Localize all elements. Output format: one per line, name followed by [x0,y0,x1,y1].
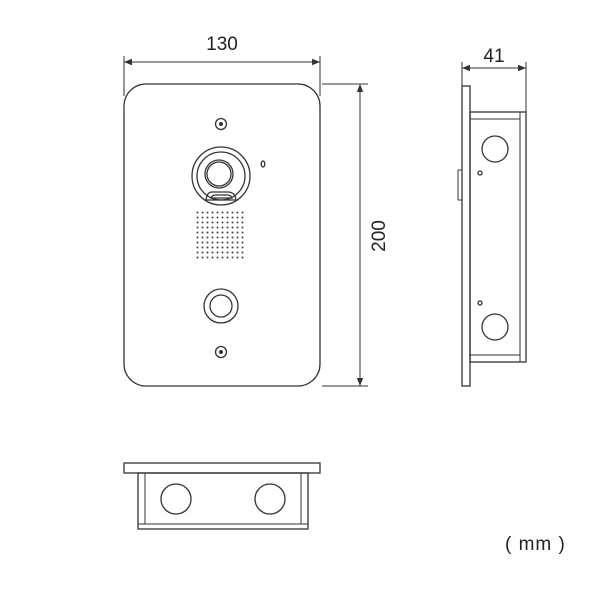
speaker-grille [196,210,246,260]
bottom-view [123,462,321,530]
front-view [123,56,368,387]
depth-label: 41 [483,46,504,67]
light-window [205,191,237,201]
bottom-box [137,472,309,530]
side-view [457,62,527,387]
camera-housing [191,146,251,206]
bottom-faceplate [123,462,321,474]
indicator-led [260,160,266,168]
front-panel [123,83,321,387]
top-screw [214,117,228,131]
bottom-knockout-right [254,483,286,515]
height-label: 200 [369,220,390,252]
unit-label: ( mm ) [505,534,566,555]
side-box [469,111,527,363]
side-knockout-bottom [481,313,509,341]
side-faceplate [461,85,471,387]
call-button [203,288,239,324]
side-knockout-top [481,135,509,163]
camera-lens [204,159,234,189]
bottom-screw [214,345,228,359]
width-label: 130 [206,34,238,55]
bottom-knockout-left [160,483,192,515]
